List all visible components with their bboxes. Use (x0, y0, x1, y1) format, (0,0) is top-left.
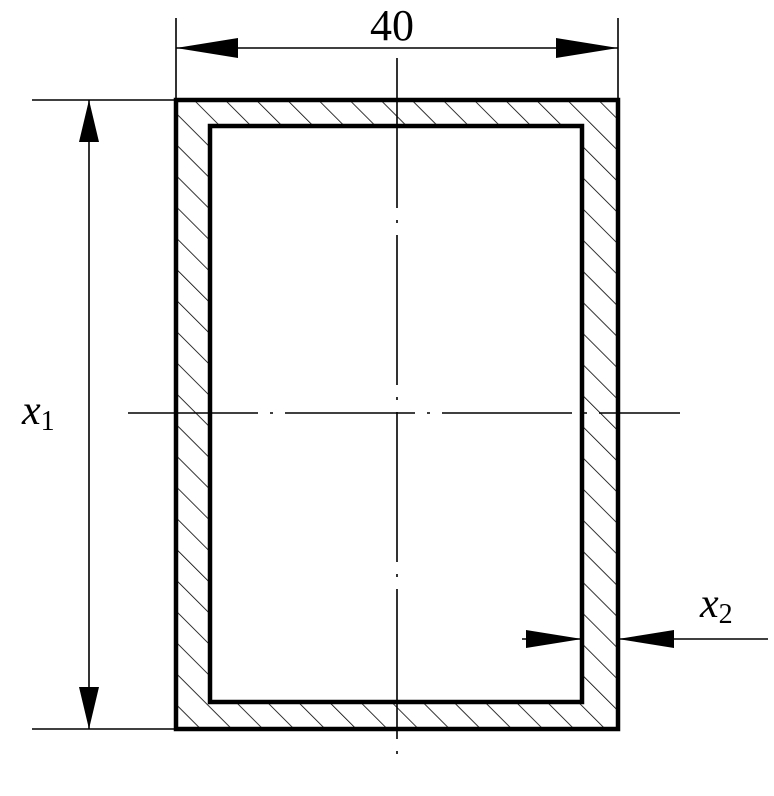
thickness-label: x2 (699, 581, 733, 630)
height-label-var: x (21, 388, 41, 434)
thickness-label-sub: 2 (719, 599, 733, 630)
width-label: 40 (370, 1, 414, 50)
height-arrow-bottom (79, 687, 99, 729)
thickness-label-var: x (699, 581, 719, 627)
inner-outline (207, 123, 585, 705)
height-arrow-top (79, 100, 99, 142)
width-dimension: 40 (175, 1, 619, 100)
width-arrow-right (556, 38, 618, 58)
thickness-arrow-left (526, 630, 582, 648)
thickness-arrow-right (618, 630, 674, 648)
height-dimension: x1 (21, 99, 176, 730)
height-label-sub: 1 (41, 406, 55, 437)
height-label: x1 (21, 388, 55, 437)
width-arrow-left (176, 38, 238, 58)
thickness-dimension: x2 (522, 581, 768, 648)
